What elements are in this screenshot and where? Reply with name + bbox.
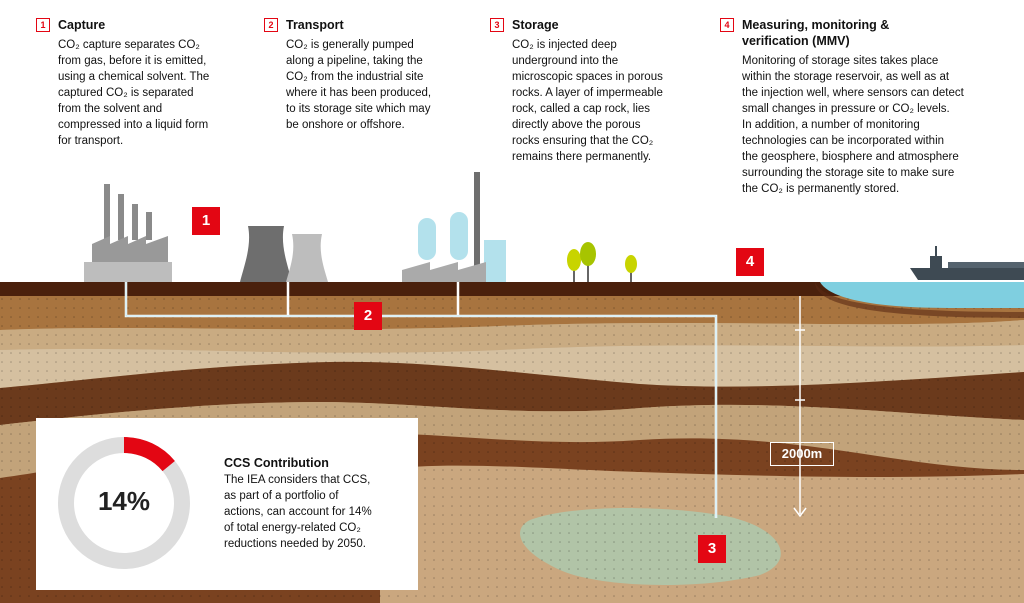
marker-capture: 1 — [192, 207, 220, 235]
depth-arrow — [793, 296, 807, 518]
marker-storage: 3 — [698, 535, 726, 563]
card-body: The IEA considers that CCS, as part of a… — [224, 474, 372, 550]
step-title: Storage — [512, 18, 559, 32]
step-title: Capture — [58, 18, 106, 32]
step-number: 2 — [264, 18, 278, 32]
industrial-site-icon — [402, 172, 506, 282]
step-number: 3 — [490, 18, 504, 32]
step-title: Measuring, monitoring & — [742, 18, 890, 32]
sea — [820, 282, 1024, 308]
depth-label: 2000m — [770, 442, 834, 466]
step-title: Transport — [286, 18, 344, 32]
ship-icon — [910, 246, 1024, 280]
step-number: 1 — [36, 18, 50, 32]
capture-plant-icon — [84, 184, 172, 282]
tree-icon — [567, 242, 637, 282]
card-title: CCS Contribution — [224, 456, 329, 470]
marker-mmv: 4 — [736, 248, 764, 276]
marker-transport: 2 — [354, 302, 382, 330]
step-title-line2: verification (MMV) — [742, 34, 850, 48]
cooling-tower-icon — [240, 226, 328, 282]
donut-percent-label: 14% — [97, 486, 151, 516]
step-number: 4 — [720, 18, 734, 32]
